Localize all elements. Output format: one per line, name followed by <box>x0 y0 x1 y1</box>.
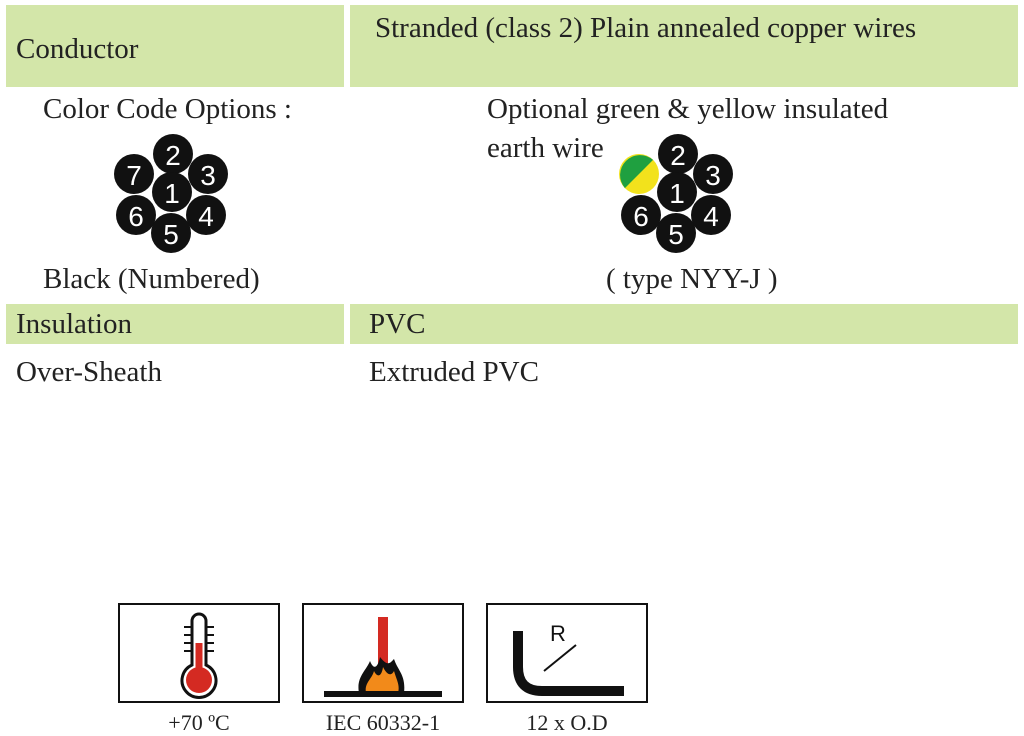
svg-text:2: 2 <box>165 140 181 171</box>
core-5: 5 <box>151 213 191 253</box>
earth-wire-heading-line1: Optional green & yellow insulated <box>487 93 889 125</box>
color-code-heading: Color Code Options : <box>43 93 292 125</box>
earth-wire-heading-line2: earth wire <box>487 132 604 164</box>
svg-text:7: 7 <box>126 160 142 191</box>
core-4: 4 <box>691 195 731 235</box>
conductor-value: Stranded (class 2) Plain annealed copper… <box>375 12 917 44</box>
sheath-value: Extruded PVC <box>369 356 539 388</box>
bending-radius-icon: R <box>513 621 624 696</box>
svg-text:2: 2 <box>670 140 686 171</box>
sheath-label: Over-Sheath <box>16 356 162 388</box>
flame-test-icon <box>324 617 442 697</box>
conductor-label-band <box>6 5 344 87</box>
svg-text:6: 6 <box>128 201 144 232</box>
svg-text:3: 3 <box>705 160 721 191</box>
option2-caption: ( type NYY-J ) <box>606 263 778 295</box>
core-7: 7 <box>114 154 154 194</box>
svg-text:1: 1 <box>164 178 180 209</box>
svg-text:3: 3 <box>200 160 216 191</box>
option1-caption: Black (Numbered) <box>43 263 260 295</box>
temperature-caption: +70 ºC <box>168 710 230 735</box>
core-3: 3 <box>693 154 733 194</box>
flame-test-badge <box>302 603 464 703</box>
bending-radius-caption: 12 x O.D <box>526 710 608 735</box>
core-6: 6 <box>116 195 156 235</box>
svg-text:5: 5 <box>163 219 179 250</box>
temperature-badge <box>118 603 280 703</box>
core-2: 2 <box>153 134 193 174</box>
svg-text:6: 6 <box>633 201 649 232</box>
core-diagram-black-numbered: 2 7 3 1 6 4 5 <box>114 134 228 253</box>
insulation-value-band <box>350 304 1018 344</box>
insulation-label-band <box>6 304 344 344</box>
core-1: 1 <box>152 172 192 212</box>
bending-radius-badge: R <box>486 603 648 703</box>
core-4: 4 <box>186 195 226 235</box>
conductor-value-band <box>350 5 1018 87</box>
earth-core-green-yellow <box>619 154 659 194</box>
svg-text:1: 1 <box>669 178 685 209</box>
core-1: 1 <box>657 172 697 212</box>
svg-text:4: 4 <box>198 201 214 232</box>
core-2: 2 <box>658 134 698 174</box>
svg-text:4: 4 <box>703 201 719 232</box>
core-6: 6 <box>621 195 661 235</box>
core-diagram-earth-wire: 2 3 1 6 4 5 <box>619 134 733 253</box>
flame-test-caption: IEC 60332-1 <box>325 710 441 735</box>
svg-text:5: 5 <box>668 219 684 250</box>
core-5: 5 <box>656 213 696 253</box>
conductor-label: Conductor <box>16 33 139 65</box>
thermometer-icon <box>180 612 218 699</box>
insulation-value: PVC <box>369 308 426 340</box>
core-3: 3 <box>188 154 228 194</box>
insulation-label: Insulation <box>16 308 132 340</box>
svg-text:R: R <box>550 621 566 646</box>
